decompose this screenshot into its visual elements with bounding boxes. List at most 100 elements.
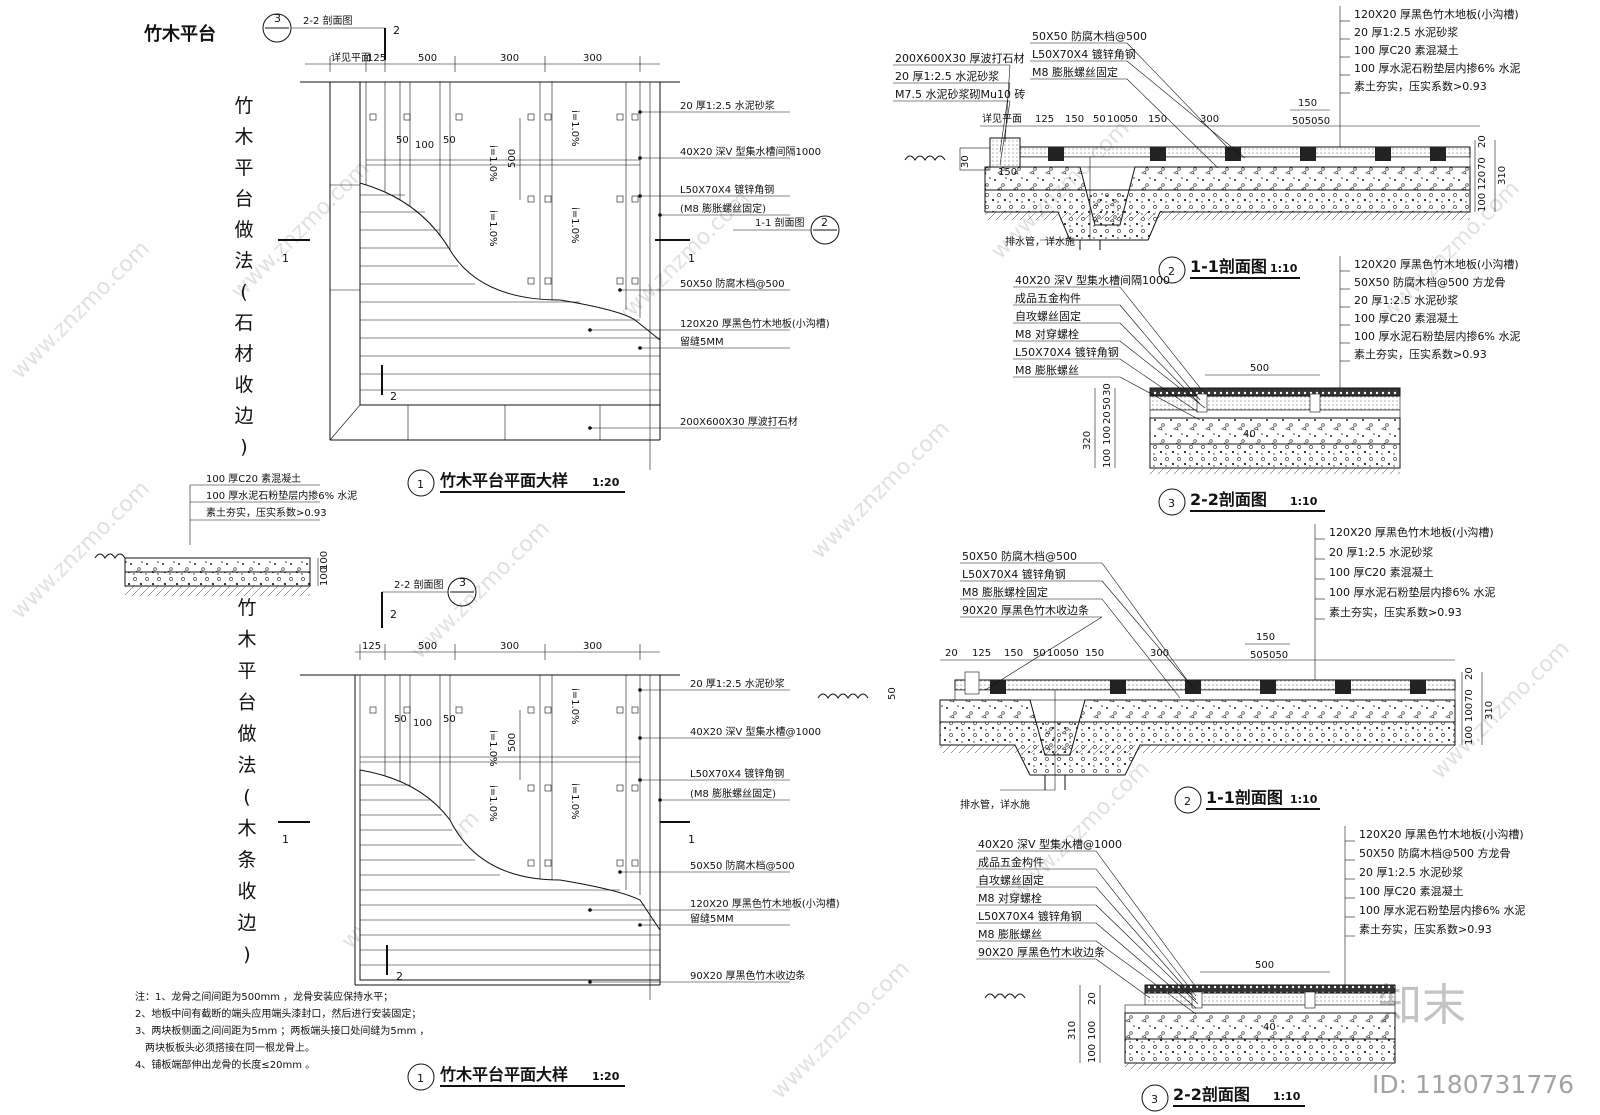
- drain-label: 排水管，详水施: [960, 798, 1030, 811]
- dim-label: 20: [1464, 667, 1475, 680]
- leader-label: 自攻螺丝固定: [978, 873, 1044, 887]
- dim-label: 50: [1093, 114, 1106, 125]
- plan-scale: 1:20: [592, 1070, 620, 1083]
- vertical-title-char: 平: [234, 157, 253, 179]
- watermark-site: www.znzmo.com: [7, 476, 155, 624]
- plan-scale: 1:20: [592, 476, 620, 489]
- section-2-2-b-layer-labels: 120X20 厚黑色竹木地板(小沟槽)50X50 防腐木档@500 方龙骨20 …: [1344, 826, 1525, 985]
- dim-label: 30: [960, 155, 971, 168]
- section-title: 1-1剖面图: [1190, 257, 1267, 276]
- dim-label: 300: [583, 53, 602, 64]
- leader-label: 200X600X30 厚波打石材: [895, 51, 1025, 65]
- leader-label: 40X20 深V 型集水槽@1000: [978, 837, 1122, 851]
- vertical-title-char: 做: [237, 723, 256, 745]
- dim-label: 100: [1047, 648, 1066, 659]
- vertical-title-char: 边: [237, 912, 256, 934]
- dim-label: 125: [367, 53, 386, 64]
- vertical-title-char: 收: [234, 374, 253, 396]
- leader-label: 120X20 厚黑色竹木地板(小沟槽): [690, 897, 840, 910]
- watermark-site: www.znzmo.com: [807, 416, 955, 564]
- vertical-title-char: 木: [234, 126, 253, 148]
- leader-label: M8 对穿螺栓: [1015, 327, 1079, 341]
- title-number: 1: [417, 478, 424, 491]
- dim-label: 50: [394, 714, 407, 725]
- vertical-title-char: (: [240, 281, 247, 303]
- slope-label: i=1.0%: [569, 110, 580, 147]
- leader-label: M8 膨胀螺丝: [978, 927, 1042, 941]
- leader-label: M7.5 水泥砂浆砌Mu10 砖: [895, 87, 1025, 101]
- leader-label: L50X70X4 镀锌角钢: [1015, 345, 1119, 359]
- dim-label: 300: [1200, 114, 1219, 125]
- slope-label: i=1.0%: [487, 785, 498, 822]
- page-title: 竹木平台: [143, 23, 216, 45]
- joists: [990, 680, 1426, 694]
- dim-label: 320: [1082, 431, 1093, 450]
- watermark-site: www.znzmo.com: [7, 236, 155, 384]
- ground-detail: 100 厚C20 素混凝土 100 厚水泥石粉垫层内掺6% 水泥 素土夯实，压实…: [94, 472, 357, 596]
- vertical-title-char: 竹: [234, 95, 253, 117]
- dim-label: 120: [1477, 171, 1488, 190]
- dim-label: 20: [1102, 411, 1113, 424]
- dim-label: 125: [972, 648, 991, 659]
- dim-label: 310: [1497, 166, 1508, 185]
- section-ref: 1-1 剖面图: [755, 216, 805, 229]
- title-number: 2: [1168, 265, 1175, 278]
- layer-label: 素土夯实，压实系数>0.93: [1329, 605, 1462, 619]
- dim-label: 详见平面: [331, 51, 371, 64]
- section-mark: 1: [282, 252, 289, 265]
- leader-label: 自攻螺丝固定: [1015, 309, 1081, 323]
- title-number-circle: [1141, 1084, 1169, 1112]
- slope-label: i=1.0%: [487, 145, 498, 182]
- leader-label: M8 膨胀螺丝: [1015, 363, 1079, 377]
- layer-label: 50X50 防腐木档@500 方龙骨: [1354, 275, 1506, 289]
- dim-label: 40: [1243, 429, 1256, 440]
- section-2-2-b: 500 40 310 100 100 20 40X20 深V 型集水槽@1000…: [976, 837, 1396, 1112]
- dim-label: 500: [1255, 960, 1274, 971]
- layer-label: 120X20 厚黑色竹木地板(小沟槽): [1329, 525, 1494, 539]
- leader-label: M8 对穿螺栓: [978, 891, 1042, 905]
- leader-label: 20 厚1:2.5 水泥砂浆: [690, 677, 785, 690]
- watermark-id: ID: 1180731776: [1372, 1070, 1574, 1099]
- layer-label: 20 厚1:2.5 水泥砂浆: [1354, 293, 1458, 307]
- notes: 注：1、龙骨之间间距为500mm ，龙骨安装应保持水平； 2、地板中间有截断的端…: [135, 990, 429, 1071]
- leader-label: 40X20 深V 型集水槽间隔1000: [1015, 273, 1170, 287]
- leader-label: L50X70X4 镀锌角钢: [978, 909, 1082, 923]
- layer-label: 100 厚C20 素混凝土: [1329, 565, 1434, 579]
- vertical-title-char: 材: [234, 343, 253, 365]
- dim-label: 125: [362, 641, 381, 652]
- leader-label: 40X20 深V 型集水槽@1000: [690, 725, 821, 738]
- dim-label: 150: [1065, 114, 1084, 125]
- section-title: 2-2剖面图: [1173, 1085, 1250, 1104]
- layer-label: 100 厚水泥石粉垫层内掺6% 水泥: [1354, 61, 1520, 75]
- slope-label: i=1.0%: [487, 730, 498, 767]
- dim-label: 100: [319, 567, 330, 586]
- dim-label: 100: [1102, 426, 1113, 445]
- dim-label: 40: [1263, 1022, 1276, 1033]
- title-number-circle: [407, 1063, 435, 1091]
- dim-label: 100: [1464, 726, 1475, 745]
- dim-label: 500: [1250, 363, 1269, 374]
- dim-label: 100: [1102, 449, 1113, 468]
- dim-label: 100: [1477, 193, 1488, 212]
- callout-number: 2: [821, 216, 828, 229]
- note-line: 两块板板头必须搭接在同一根龙骨上。: [145, 1041, 315, 1054]
- layer-label: 100 厚C20 素混凝土: [1359, 884, 1464, 898]
- leader-label: 20 厚1:2.5 水泥砂浆: [680, 99, 775, 112]
- bolt-markers: [369, 113, 639, 285]
- dim-label: 20: [1087, 992, 1098, 1005]
- vertical-title-char: 法: [237, 755, 256, 777]
- leader-label: 120X20 厚黑色竹木地板(小沟槽): [680, 317, 830, 330]
- layer-label: 120X20 厚黑色竹木地板(小沟槽): [1354, 257, 1519, 271]
- vertical-title-char: 石: [234, 312, 253, 334]
- slope-label: i=1.0%: [569, 688, 580, 725]
- dim-label: 70: [1464, 689, 1475, 702]
- layer-label: 100 厚C20 素混凝土: [1354, 311, 1459, 325]
- leader-label: 留缝5MM: [680, 335, 724, 348]
- layer-label: 50X50 防腐木档@500 方龙骨: [1359, 846, 1511, 860]
- plan-title: 竹木平台平面大样: [439, 1065, 568, 1084]
- vertical-title-char: ): [243, 944, 250, 966]
- leader-label: (M8 膨胀螺丝固定): [690, 787, 776, 800]
